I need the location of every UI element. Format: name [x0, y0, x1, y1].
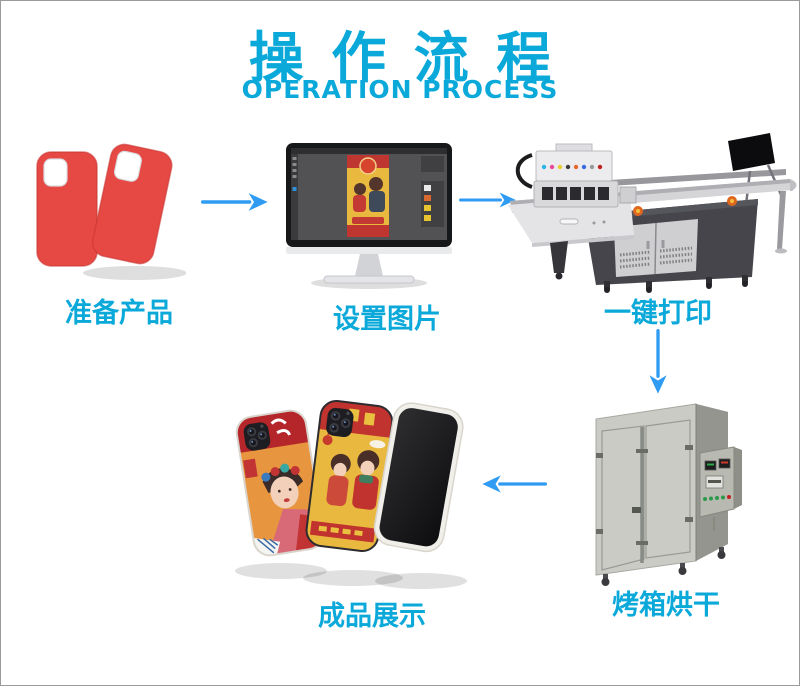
step-label-set-image: 设置图片 [333, 304, 441, 335]
arrow-right-icon [201, 187, 269, 221]
printed-phone-cases-image [233, 383, 469, 599]
drying-oven-image [576, 391, 766, 591]
step-label-finished-display: 成品展示 [318, 601, 426, 632]
step-label-oven-drying: 烤箱烘干 [612, 590, 720, 621]
arrow-left-icon [481, 469, 547, 503]
uv-flatbed-printer-image [498, 131, 798, 297]
step-label-prepare-product: 准备产品 [65, 298, 173, 329]
arrow-right-icon [459, 185, 517, 219]
page-title: 操作流程 [248, 26, 579, 90]
monitor-design-software-image [283, 141, 455, 295]
page-subtitle: OPERATION PROCESS [241, 75, 559, 104]
step-label-one-key-print: 一键打印 [604, 298, 712, 329]
red-phone-cases-image [31, 137, 187, 293]
arrow-down-icon [643, 329, 673, 399]
